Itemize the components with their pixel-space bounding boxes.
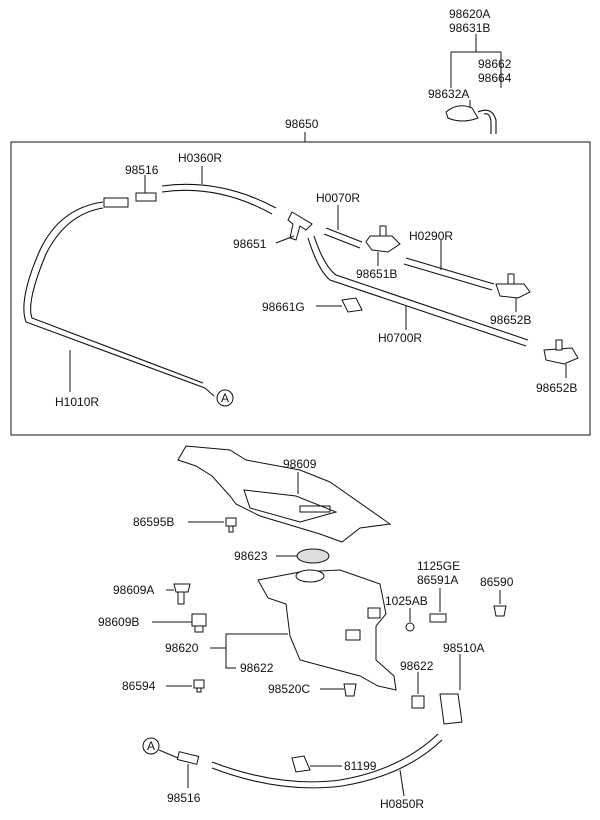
label-h1010r: H1010R <box>55 395 99 409</box>
hose-h0070r <box>323 205 363 249</box>
hose-h1010r <box>23 201 215 397</box>
grommet-98609b <box>152 613 207 633</box>
nozzle-98652b-a <box>495 273 531 312</box>
reference-a-circle <box>216 389 234 407</box>
label-98651: 98651 <box>233 237 267 251</box>
grommet-98520c <box>320 683 357 697</box>
label-1125ge: 1125GE <box>417 559 460 573</box>
label-98609a: 98609A <box>113 583 154 597</box>
label-86595b: 86595B <box>133 515 174 529</box>
label-ref-a-top: A <box>221 391 229 405</box>
nozzle-assembly <box>445 34 502 134</box>
label-h0070r: H0070R <box>316 191 360 205</box>
label-ref-a-bottom: A <box>147 739 155 753</box>
label-h0700r: H0700R <box>378 331 422 345</box>
label-98520c: 98520C <box>268 682 310 696</box>
bolt-86594 <box>166 679 205 693</box>
label-98632a: 98632A <box>428 87 469 101</box>
label-81199: 81199 <box>344 759 377 773</box>
clip-81199 <box>291 755 342 773</box>
label-98623: 98623 <box>234 549 268 563</box>
label-98516-bottom: 98516 <box>167 791 201 805</box>
hose-h0360r <box>161 166 277 215</box>
label-86590: 86590 <box>480 575 514 589</box>
label-98652b-a: 98652B <box>490 313 531 327</box>
grommet-98622 <box>411 672 425 709</box>
label-1025ab: 1025AB <box>385 594 428 608</box>
label-98662: 98662 <box>478 57 512 71</box>
cap-98623 <box>276 548 330 564</box>
label-98650: 98650 <box>285 117 319 131</box>
label-98620: 98620 <box>165 641 199 655</box>
hose-h0700r <box>307 235 529 347</box>
hose-assembly-frame <box>10 141 591 436</box>
connector-98516-bottom <box>158 749 200 788</box>
label-98516-top: 98516 <box>125 163 159 177</box>
pump-98510a <box>439 654 463 725</box>
label-86591a: 86591A <box>417 573 458 587</box>
tee-98651 <box>275 211 313 244</box>
label-h0290r: H0290R <box>409 229 453 243</box>
valve-98651b <box>365 225 401 266</box>
screw-86591a <box>429 588 447 623</box>
reference-a-circle-bottom <box>142 737 160 755</box>
nozzle-body <box>445 105 479 122</box>
label-98651b: 98651B <box>356 267 397 281</box>
bolt-86590 <box>493 590 507 617</box>
hose-h0290r <box>403 240 495 291</box>
label-98652b-b: 98652B <box>536 381 577 395</box>
label-98661g: 98661G <box>262 300 305 314</box>
label-98664: 98664 <box>478 71 512 85</box>
label-98510a: 98510A <box>443 641 484 655</box>
label-h0360r: H0360R <box>178 151 222 165</box>
connector-98516 <box>103 175 157 208</box>
labels: 98620A 98631B 98662 98664 98632A 98650 9… <box>55 7 577 811</box>
reservoir-98620 <box>257 569 397 691</box>
hose-h0850r <box>211 733 443 797</box>
cover-98609 <box>177 445 392 543</box>
label-98622-a: 98622 <box>240 661 274 675</box>
bolt-86595b <box>188 517 237 533</box>
label-h0850r: H0850R <box>380 797 424 811</box>
clip-98661g <box>316 297 363 313</box>
nut-1025ab <box>405 608 415 632</box>
label-86594: 86594 <box>122 679 156 693</box>
label-98609b: 98609B <box>98 615 139 629</box>
label-98609: 98609 <box>283 457 317 471</box>
label-98622-b: 98622 <box>400 659 434 673</box>
clip-98609a <box>166 583 191 605</box>
nozzle-98652b-b <box>543 339 579 378</box>
label-98631b: 98631B <box>449 21 490 35</box>
label-98620a: 98620A <box>449 7 490 21</box>
